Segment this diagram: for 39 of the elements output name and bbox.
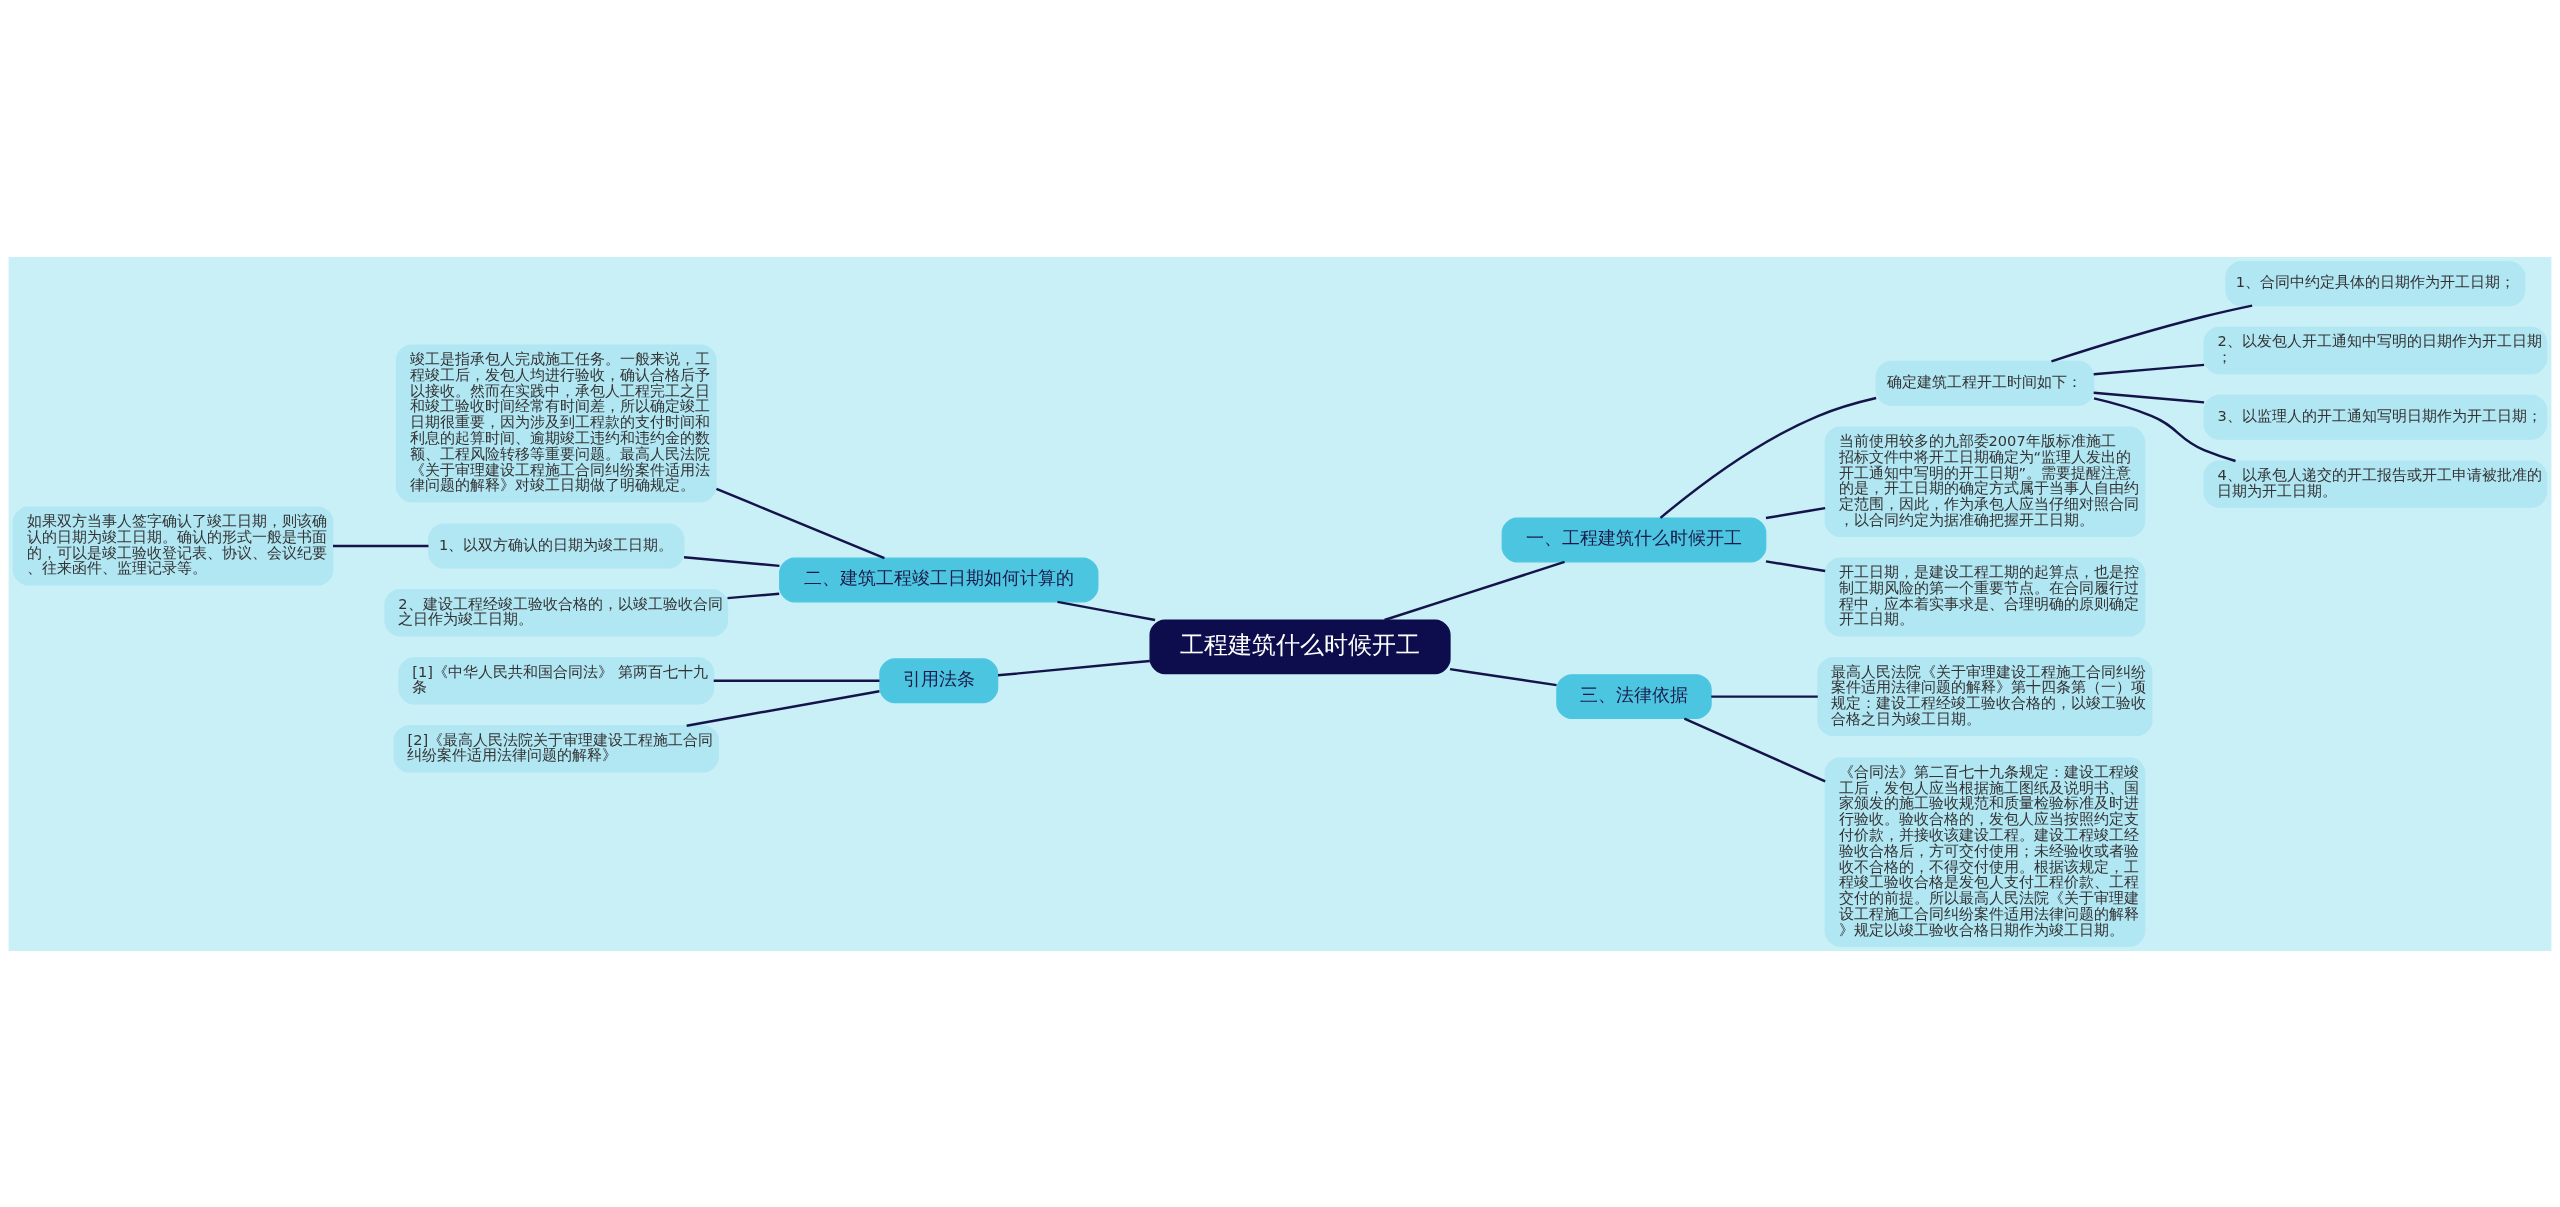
node-box: 最高人民法院《关于审理建设工程施工合同纠纷案件适用法律问题的解释》第十四条第（一）项规定：建设工程经竣工验收合格的，以竣工验收合格之日为竣工日期。	[1817, 656, 2153, 736]
node-box: 三、法律依据	[1556, 673, 1712, 719]
connector	[1765, 559, 1826, 572]
connector	[997, 659, 1150, 676]
node-box: 确定建筑工程开工时间如下：	[1875, 360, 2095, 406]
connector	[2093, 363, 2205, 375]
connector	[716, 487, 885, 559]
node-box: 开工日期，是建设工程工期的起算点，也是控制工期风险的第一个重要节点。在合同履行过程中，应本着实事求是、合理明确的原则确定开工日期。	[1824, 557, 2146, 636]
node-box: 2、以发包人开工通知中写明的日期作为开工日期；	[2203, 326, 2548, 374]
connector	[1057, 600, 1156, 621]
node-box: [1]《中华人民共和国合同法》 第两百七十九条	[398, 656, 715, 704]
connector	[2093, 391, 2205, 404]
node-box: 1、合同中约定具体的日期作为开工日期；	[2225, 260, 2526, 306]
connector	[333, 544, 429, 547]
connector	[727, 591, 780, 599]
node-box: 4、以承包人递交的开工报告或开工申请被批准的日期为开工日期。	[2203, 459, 2548, 508]
connector	[1384, 560, 1565, 621]
node-box: 引用法条	[879, 657, 999, 703]
connector	[713, 679, 880, 682]
node-box: 当前使用较多的九部委2007年版标准施工招标文件中将开工日期确定为“监理人发出的开工通知中写明的开工日期”。需要提醒注意的是，开工日期的确定方式属于当事人自由约定范围，因此，作为承包人应当仔细对照合同，以合同约定为据准确把握开工日期。	[1824, 425, 2146, 537]
connector	[1711, 694, 1818, 698]
node-box: 2、建设工程经竣工验收合格的，以竣工验收合同之日作为竣工日期。	[384, 588, 729, 636]
node-box: 如果双方当事人签字确认了竣工日期，则该确认的日期为竣工日期。确认的形式一般是书面的，可以是竣工验收登记表、协议、会议纪要、往来函件、监理记录等。	[12, 506, 334, 585]
node-box: 竣工是指承包人完成施工任务。一般来说，工程竣工后，发包人均进行验收，确认合格后予以接收。然而在实践中，承包人工程完工之日和竣工验收时间经常有时间差，所以确定竣工日期很重要，因为涉及到工程款的支付时间和利息的起算时间、逾期竣工违约和违约金的数额、工程风险转移等重要问题。最高人民法院《关于审理建设工程施工合同纠纷案件适用法律问题的解释》对竣工日期做了明确规定。	[395, 343, 717, 502]
connector	[2093, 396, 2236, 462]
node-box: [2]《最高人民法院关于审理建设工程施工合同纠纷案件适用法律问题的解释》	[393, 724, 719, 772]
connector	[686, 689, 880, 727]
connector	[2051, 303, 2253, 362]
connector	[1765, 506, 1826, 519]
node-box: 1、以双方确认的日期为竣工日期。	[428, 523, 685, 568]
connector	[1449, 667, 1557, 686]
node-box: 3、以监理人的开工通知写明日期作为开工日期；	[2203, 394, 2548, 440]
connector	[1683, 716, 1826, 782]
node-box: 工程建筑什么时候开工	[1149, 619, 1451, 674]
node-box: 一、工程建筑什么时候开工	[1501, 516, 1767, 562]
node-box: 二、建筑工程竣工日期如何计算的	[779, 557, 1099, 602]
node-box: 《合同法》第二百七十九条规定：建设工程竣工后，发包人应当根据施工图纸及说明书、国家颁发的施工验收规范和质量检验标准及时进行验收。验收合格的，发包人应当按照约定支付价款，并接收该建设工程。建设工程竣工经验收合格后，方可交付使用；未经验收或者验收不合格的，不得交付使用。根据该规定，工程竣工验收合格是发包人支付工程价款、工程交付的前提。所以最高人民法院《关于审理建设工程施工合同纠纷案件适用法律问题的解释》规定以竣工验收合格日期作为竣工日期。	[1824, 756, 2146, 947]
connector	[683, 555, 780, 567]
connector	[1659, 396, 1877, 519]
